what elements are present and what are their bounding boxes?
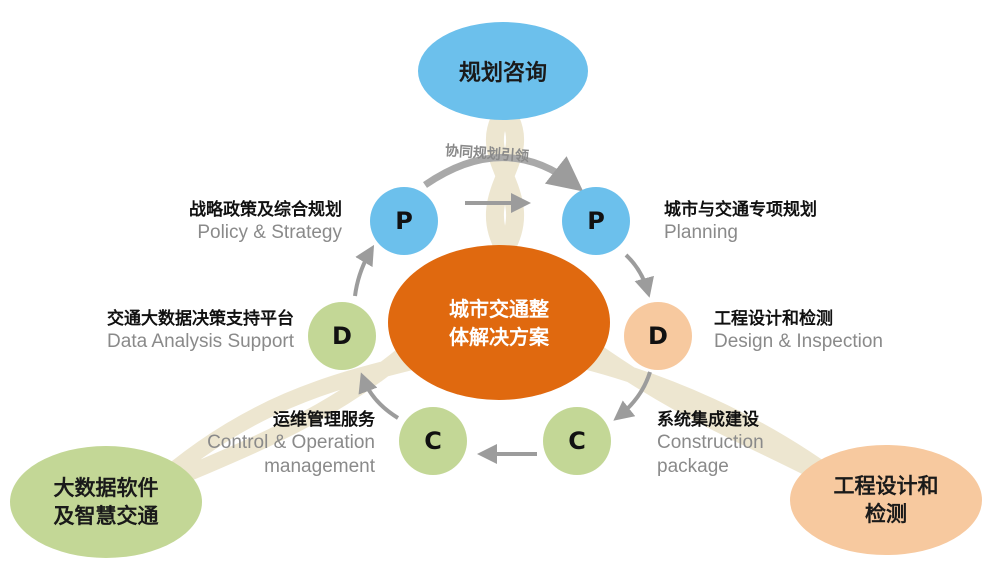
node-letter: P [395,207,413,235]
label-design-zh: 工程设计和检测 [714,309,833,329]
label-construction-zh: 系统集成建设 [657,410,759,430]
node-letter: D [332,322,352,350]
ribbon-top [485,101,525,259]
node-d-design: D [624,302,692,370]
center-ellipse: 城市交通整 体解决方案 [388,245,610,400]
engineering-ellipse: 工程设计和 检测 [790,445,982,555]
label-control-en-1: Control & Operation [207,432,375,454]
label-policy-en: Policy & Strategy [197,222,342,244]
planning-consulting-label: 规划咨询 [458,61,547,86]
label-control: 运维管理服务 Control & Operation management [207,410,375,479]
label-data: 交通大数据决策支持平台 Data Analysis Support [107,309,294,354]
planning-consulting-ellipse: 规划咨询 [418,22,588,120]
arrow-p2-d [624,253,654,298]
node-p-planning: P [562,187,630,255]
label-design-en: Design & Inspection [714,331,883,353]
node-letter: C [568,427,586,455]
bigdata-ellipse: 大数据软件 及智慧交通 [10,446,202,558]
engineering-label-line2: 检测 [865,502,907,526]
top-arc [423,154,584,192]
label-control-en-2: management [264,456,375,477]
center-label-line2: 体解决方案 [449,324,549,349]
center-label-line1: 城市交通整 [449,296,549,321]
engineering-label-line1: 工程设计和 [833,473,939,498]
arrow-d-c [613,371,652,421]
label-planning-zh: 城市与交通专项规划 [664,200,817,220]
label-construction-en-1: Construction [657,432,764,454]
arrow-d-p [353,244,375,297]
label-planning-en: Planning [664,222,738,244]
label-data-en: Data Analysis Support [107,331,294,353]
node-c-control: C [399,407,467,475]
node-c-construction: C [543,407,611,475]
label-policy-zh: 战略政策及综合规划 [189,200,342,220]
label-design: 工程设计和检测 Design & Inspection [714,309,883,354]
label-construction-en-2: package [657,456,729,477]
bigdata-label-line1: 大数据软件 [53,475,159,500]
node-d-data: D [308,302,376,370]
label-planning: 城市与交通专项规划 Planning [664,200,817,245]
label-construction: 系统集成建设 Construction package [657,410,764,479]
label-control-zh: 运维管理服务 [273,410,375,430]
node-letter: D [648,322,668,350]
arrow-c-d [358,372,400,420]
label-data-zh: 交通大数据决策支持平台 [107,309,294,329]
node-letter: P [587,207,605,235]
node-letter: C [424,427,442,455]
node-p-policy: P [370,187,438,255]
bigdata-label-line2: 及智慧交通 [53,504,159,528]
label-policy: 战略政策及综合规划 Policy & Strategy [189,200,342,245]
